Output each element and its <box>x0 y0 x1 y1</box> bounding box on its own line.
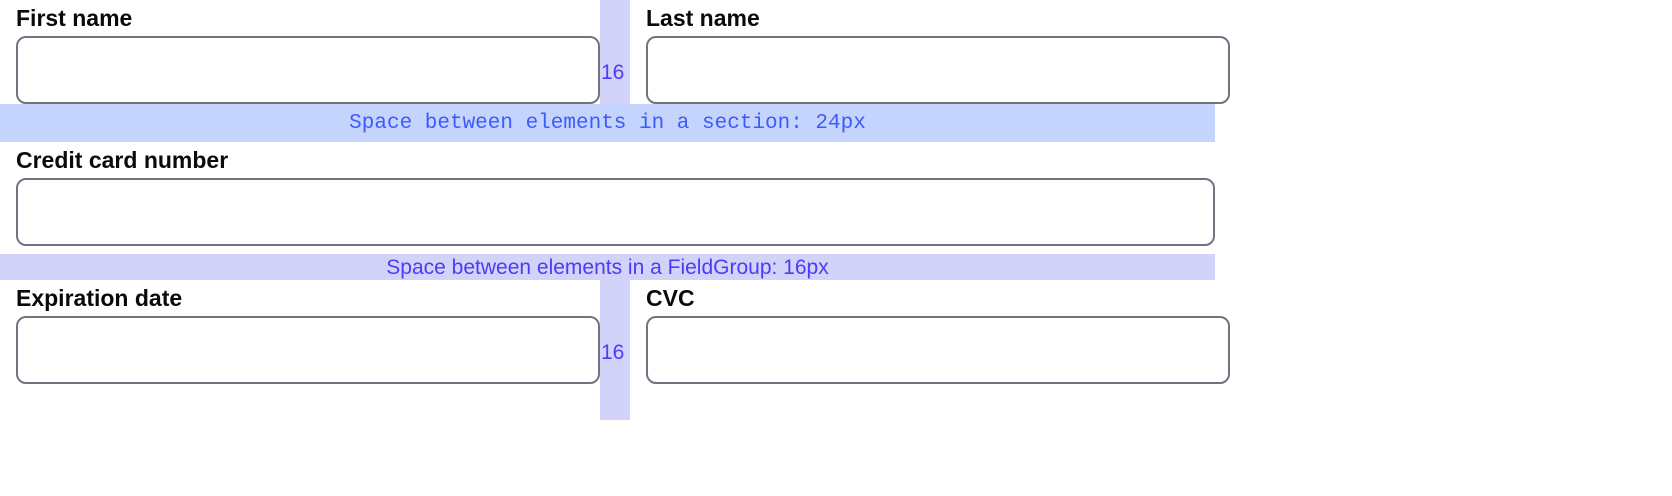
credit-card-input-wrap <box>0 178 1215 246</box>
cvc-input-wrap <box>630 316 1230 384</box>
last-name-field: Last name <box>630 0 1230 104</box>
expiration-date-input-wrap <box>0 316 600 384</box>
last-name-input-wrap <box>630 36 1230 104</box>
section-spacing-text: Space between elements in a section: 24p… <box>349 111 866 135</box>
name-field-row: First name 16 Last name <box>0 0 1230 140</box>
expiration-date-label: Expiration date <box>16 285 183 311</box>
credit-card-field: Credit card number <box>0 142 1215 246</box>
first-name-input[interactable] <box>16 36 600 104</box>
first-name-input-wrap <box>0 36 600 104</box>
first-name-label: First name <box>16 5 133 31</box>
first-name-field: First name <box>0 0 600 104</box>
column-gap-label: 16 <box>601 61 625 84</box>
section-spacing-annotation: Space between elements in a section: 24p… <box>0 104 1215 142</box>
fieldgroup-spacing-annotation: Space between elements in a FieldGroup: … <box>0 254 1215 280</box>
cvc-field: CVC <box>630 280 1230 384</box>
column-gap-label: 16 <box>601 341 625 364</box>
form-content: First name 16 Last name Space between el… <box>0 0 1230 420</box>
column-gap-band <box>600 280 630 420</box>
last-name-label: Last name <box>646 5 760 31</box>
credit-card-number-label: Credit card number <box>16 147 229 173</box>
fieldgroup-annotation-top-spacer <box>0 246 1215 254</box>
expiration-date-input[interactable] <box>16 316 600 384</box>
cvc-input[interactable] <box>646 316 1230 384</box>
cvc-label: CVC <box>646 285 695 311</box>
expiration-date-field: Expiration date <box>0 280 600 384</box>
credit-card-field-row: Credit card number <box>0 142 1215 246</box>
last-name-input[interactable] <box>646 36 1230 104</box>
fieldgroup-spacing-text: Space between elements in a FieldGroup: … <box>386 255 829 279</box>
credit-card-number-input[interactable] <box>16 178 1215 246</box>
expiry-field-row: Expiration date 16 CVC <box>0 280 1230 420</box>
